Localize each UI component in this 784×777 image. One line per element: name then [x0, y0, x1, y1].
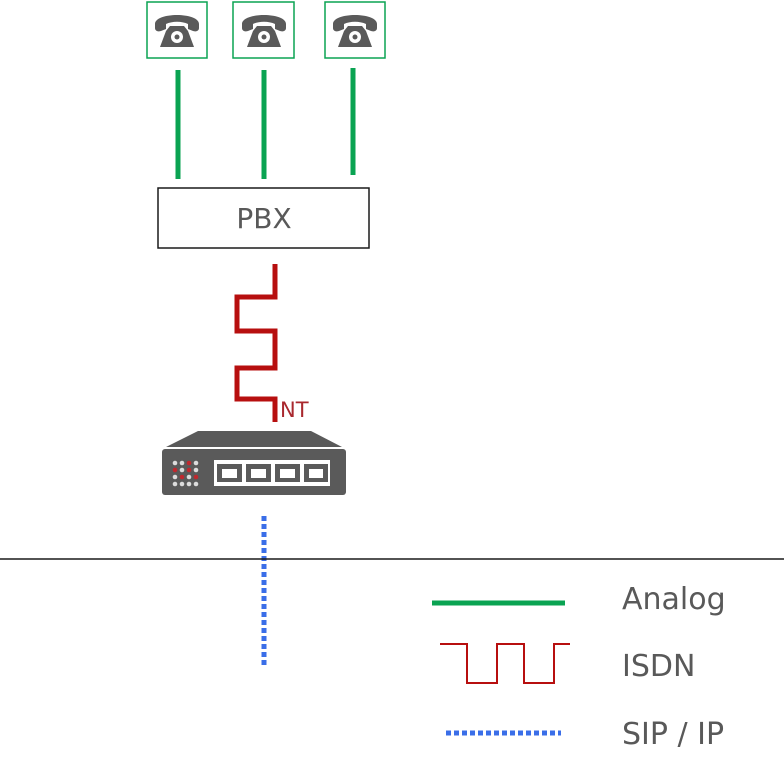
pbx-box: PBX: [157, 187, 370, 249]
pbx-label: PBX: [236, 202, 291, 235]
telephone-2: [232, 1, 295, 59]
legend-item-isdn: ISDN: [440, 643, 695, 684]
legend-item-sip: SIP / IP: [446, 717, 724, 752]
legend-item-analog: Analog: [432, 582, 726, 617]
nt-label: NT: [280, 398, 309, 422]
telephone-1: [146, 1, 208, 59]
network-terminal-icon: [162, 431, 346, 495]
legend-label-isdn: ISDN: [622, 649, 695, 684]
legend-label-sip: SIP / IP: [622, 717, 724, 752]
telephone-3: [324, 1, 386, 59]
isdn-line: [234, 264, 278, 422]
legend: Analog ISDN SIP / IP: [432, 582, 726, 752]
legend-swatch-isdn: [440, 643, 570, 684]
legend-label-analog: Analog: [622, 582, 726, 617]
